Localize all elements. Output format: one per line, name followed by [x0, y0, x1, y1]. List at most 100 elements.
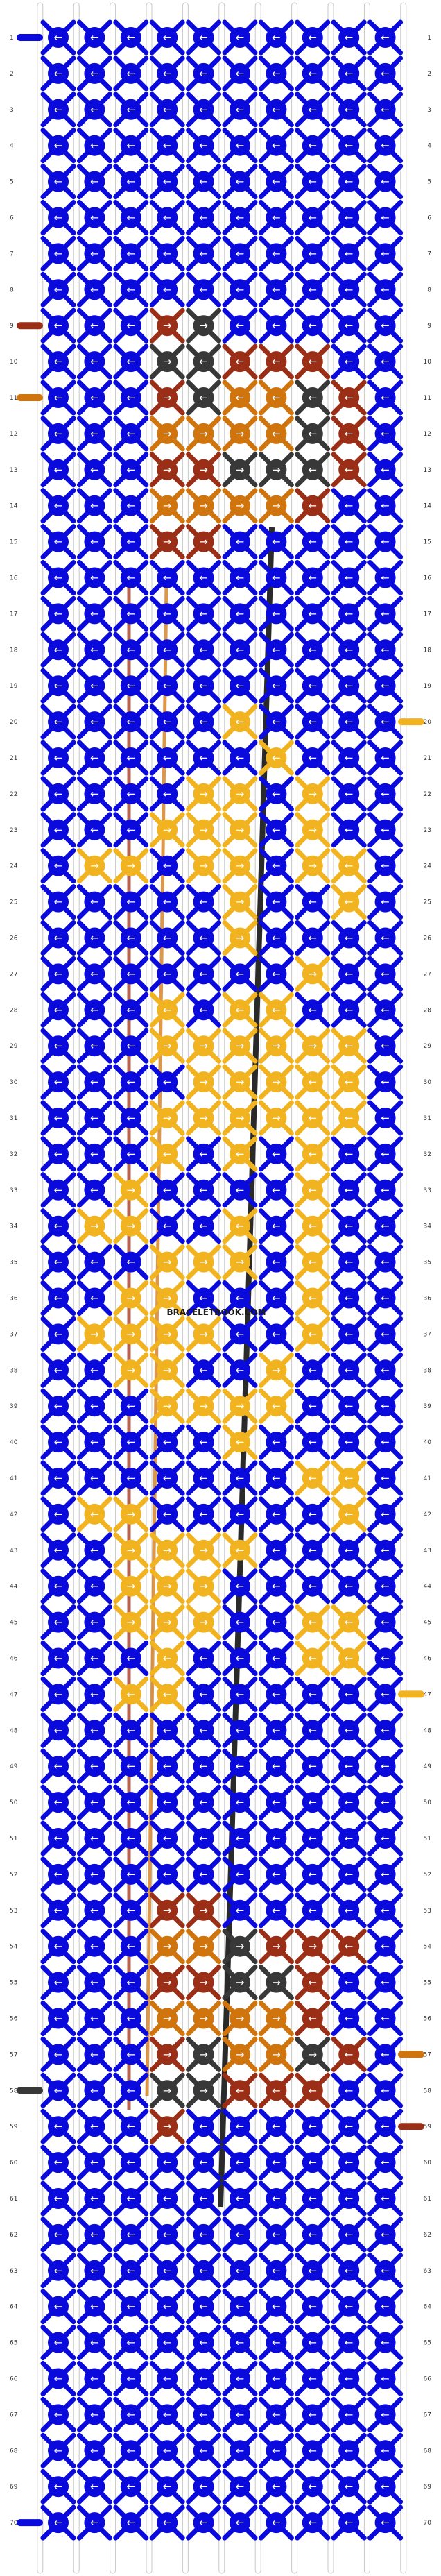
knot-circle [193, 171, 214, 192]
knot-arrow: ← [90, 2156, 99, 2169]
knot-arrow: → [199, 1580, 208, 1593]
knot-circle [302, 1468, 323, 1489]
knot-circle [48, 1863, 69, 1885]
knot: ← [186, 200, 222, 235]
knot: ← [113, 271, 149, 307]
string-track [146, 2, 153, 2574]
knot: ← [258, 1784, 294, 1820]
knot-circle [230, 1215, 250, 1237]
knot-arrow: ← [163, 247, 172, 260]
knot-arrow: ← [345, 2337, 354, 2349]
knot-arrow: → [127, 1292, 136, 1305]
knot-circle [230, 603, 250, 625]
knot: ← [222, 704, 258, 740]
knot: ← [113, 2217, 149, 2253]
knot-circle [48, 1108, 69, 1128]
knot-circle [266, 531, 287, 552]
knot-circle [338, 2008, 360, 2029]
knot-circle [338, 1899, 360, 1921]
knot-circle [374, 1071, 396, 1093]
knot-circle [230, 639, 250, 661]
knot-circle [48, 819, 69, 840]
row-number-right: 17 [424, 611, 431, 618]
knot-circle [157, 387, 178, 408]
row-number-left: 62 [10, 2232, 17, 2239]
row-number-left: 41 [10, 1475, 17, 1482]
knot-circle [266, 1899, 287, 1921]
knot-circle [193, 1287, 214, 1309]
knot-circle [374, 1035, 396, 1057]
knot: ← [76, 2217, 112, 2253]
knot-circle [120, 135, 141, 156]
knot-arrow: ← [236, 1436, 245, 1448]
row-number-left: 26 [10, 935, 18, 942]
row-number-left: 39 [10, 1403, 18, 1410]
knot-circle [338, 2512, 360, 2534]
knot-arrow: ← [90, 1796, 99, 1808]
knot: ← [149, 595, 185, 632]
knot: → [149, 307, 185, 344]
knot: ← [76, 1172, 112, 1208]
knot: ← [331, 1604, 367, 1641]
knot: ← [76, 2505, 112, 2541]
thread-end-marker [398, 1690, 424, 1698]
knot-arrow: ← [272, 1616, 281, 1629]
knot-circle [48, 1575, 69, 1597]
knot-circle [193, 279, 214, 300]
knot-circle [157, 891, 178, 913]
knot: ← [76, 560, 112, 595]
knot-arrow: → [272, 2012, 281, 2025]
knot: ← [295, 560, 331, 595]
knot: ← [76, 1064, 112, 1100]
thread-end-marker [398, 2123, 424, 2130]
knot-arrow: → [199, 536, 208, 548]
knot-circle [338, 459, 360, 480]
knot-arrow: ← [236, 1220, 245, 1232]
knot-circle [302, 1684, 323, 1705]
knot-arrow: ← [345, 1544, 354, 1557]
knot: ← [76, 200, 112, 235]
knot-circle [120, 387, 141, 408]
knot: ← [76, 1244, 112, 1280]
knot-circle [266, 999, 287, 1021]
row-number-right: 39 [424, 1403, 432, 1410]
knot-circle [338, 675, 360, 697]
knot-arrow: ← [199, 2373, 208, 2385]
knot: ← [222, 2468, 258, 2505]
knot-arrow: ← [199, 1868, 208, 1881]
knot-arrow: ← [127, 2444, 136, 2457]
knot-arrow: ← [236, 572, 245, 584]
knot-circle [84, 2440, 105, 2461]
knot-arrow: ← [309, 1904, 318, 1917]
knot-circle [266, 2260, 287, 2281]
knot-circle [338, 2332, 360, 2353]
row-number-right: 57 [424, 2051, 431, 2058]
knot: ← [368, 1748, 404, 1784]
knot-circle [120, 1720, 141, 1741]
knot: ← [113, 235, 149, 271]
knot-arrow: ← [54, 67, 63, 80]
knot-arrow: → [127, 860, 136, 872]
knot-arrow: ← [309, 1508, 318, 1520]
knot-circle [302, 2404, 323, 2425]
knot-arrow: ← [54, 715, 63, 728]
knot: ← [149, 632, 185, 668]
knot-circle [302, 27, 323, 48]
row-number-left: 12 [10, 431, 17, 438]
knot-circle [120, 423, 141, 444]
knot-arrow: ← [272, 67, 281, 80]
knot-arrow: ← [54, 2192, 63, 2205]
knot-arrow: ← [90, 1400, 99, 1412]
knot: ← [40, 1280, 76, 1316]
knot: ← [76, 704, 112, 740]
knot: ← [76, 2108, 112, 2144]
knot-circle [157, 2260, 178, 2281]
knot-arrow: ← [90, 1112, 99, 1124]
knot-circle [266, 62, 287, 84]
knot: ← [258, 1604, 294, 1641]
knot-circle [374, 2116, 396, 2137]
knot: → [149, 344, 185, 380]
knot-circle [374, 2080, 396, 2101]
knot-arrow: ← [199, 1724, 208, 1736]
knot-arrow: ← [127, 67, 136, 80]
